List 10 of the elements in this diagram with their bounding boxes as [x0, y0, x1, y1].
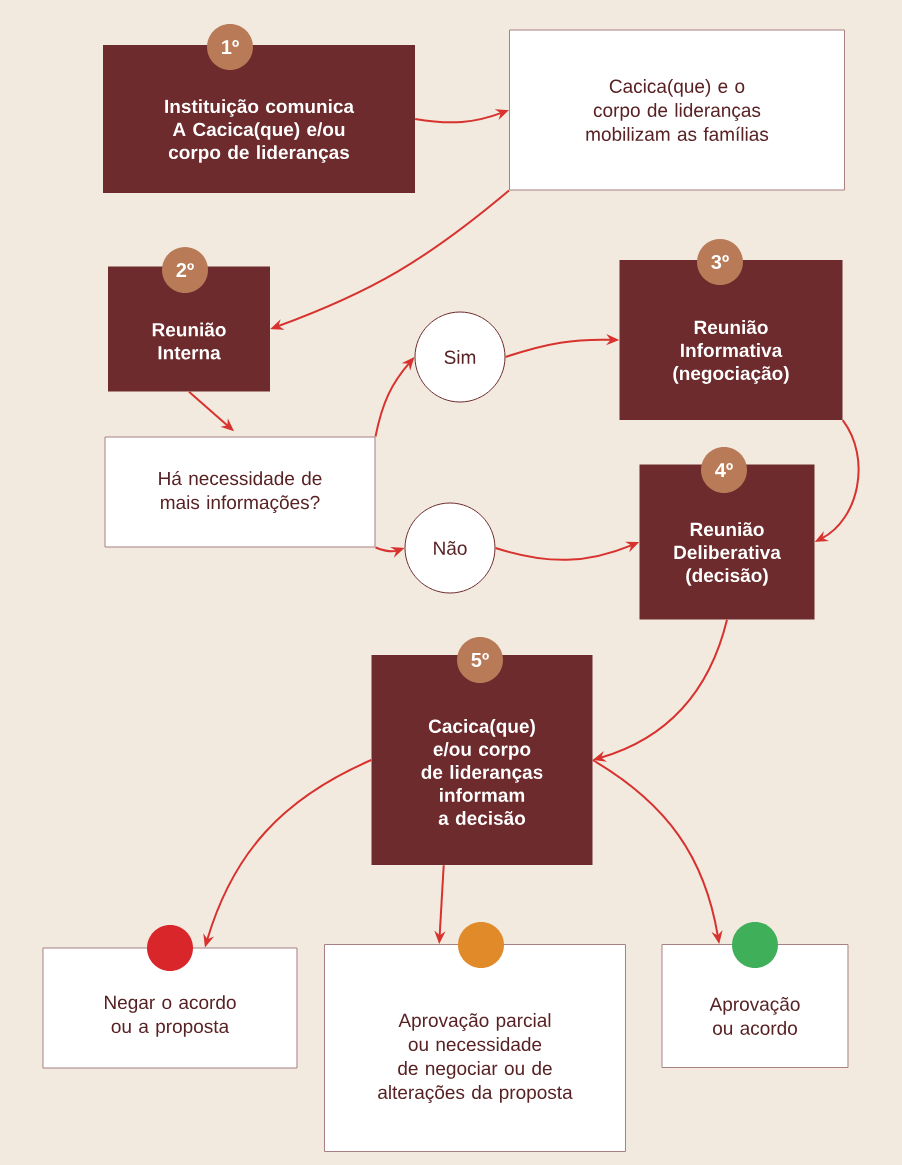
text-box: Há necessidade de mais informações?	[104, 436, 376, 548]
step-badge: 2º	[162, 247, 208, 293]
step-badge: 3º	[697, 239, 743, 285]
step-badge: 1º	[207, 24, 253, 70]
step-badge: 5º	[457, 637, 503, 683]
text-box: Negar o acordo ou a proposta	[42, 947, 298, 1069]
text-box: Aprovação ou acordo	[661, 944, 849, 1068]
text-box: Aprovação parcial ou necessidade de negociar ou de alterações da proposta	[324, 944, 626, 1152]
text-box: Cacica(que) e o corpo de lideranças mobilizam as famílias	[509, 29, 845, 191]
step-badge: 4º	[701, 447, 747, 493]
